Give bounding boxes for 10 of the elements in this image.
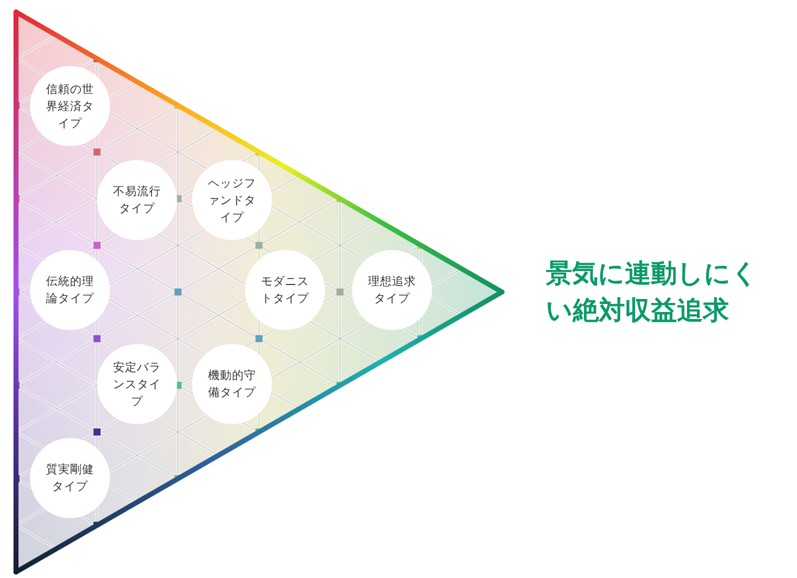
type-label: 機動的守備タイプ (207, 367, 257, 401)
type-label: 伝統的理論タイプ (45, 273, 95, 307)
type-label: ヘッジファンドタイプ (207, 174, 257, 226)
type-label: 不易流行タイプ (112, 183, 162, 217)
type-label: 理想追求タイプ (367, 273, 417, 307)
type-label: 安定バランスタイプ (112, 358, 162, 410)
heading: 景気に連動しにくい絶対収益追求 (546, 258, 759, 328)
type-label: 信頼の世界経済タイプ (45, 80, 95, 132)
type-label: モダニストタイプ (260, 273, 310, 307)
type-label: 質実剛健タイプ (45, 461, 95, 495)
